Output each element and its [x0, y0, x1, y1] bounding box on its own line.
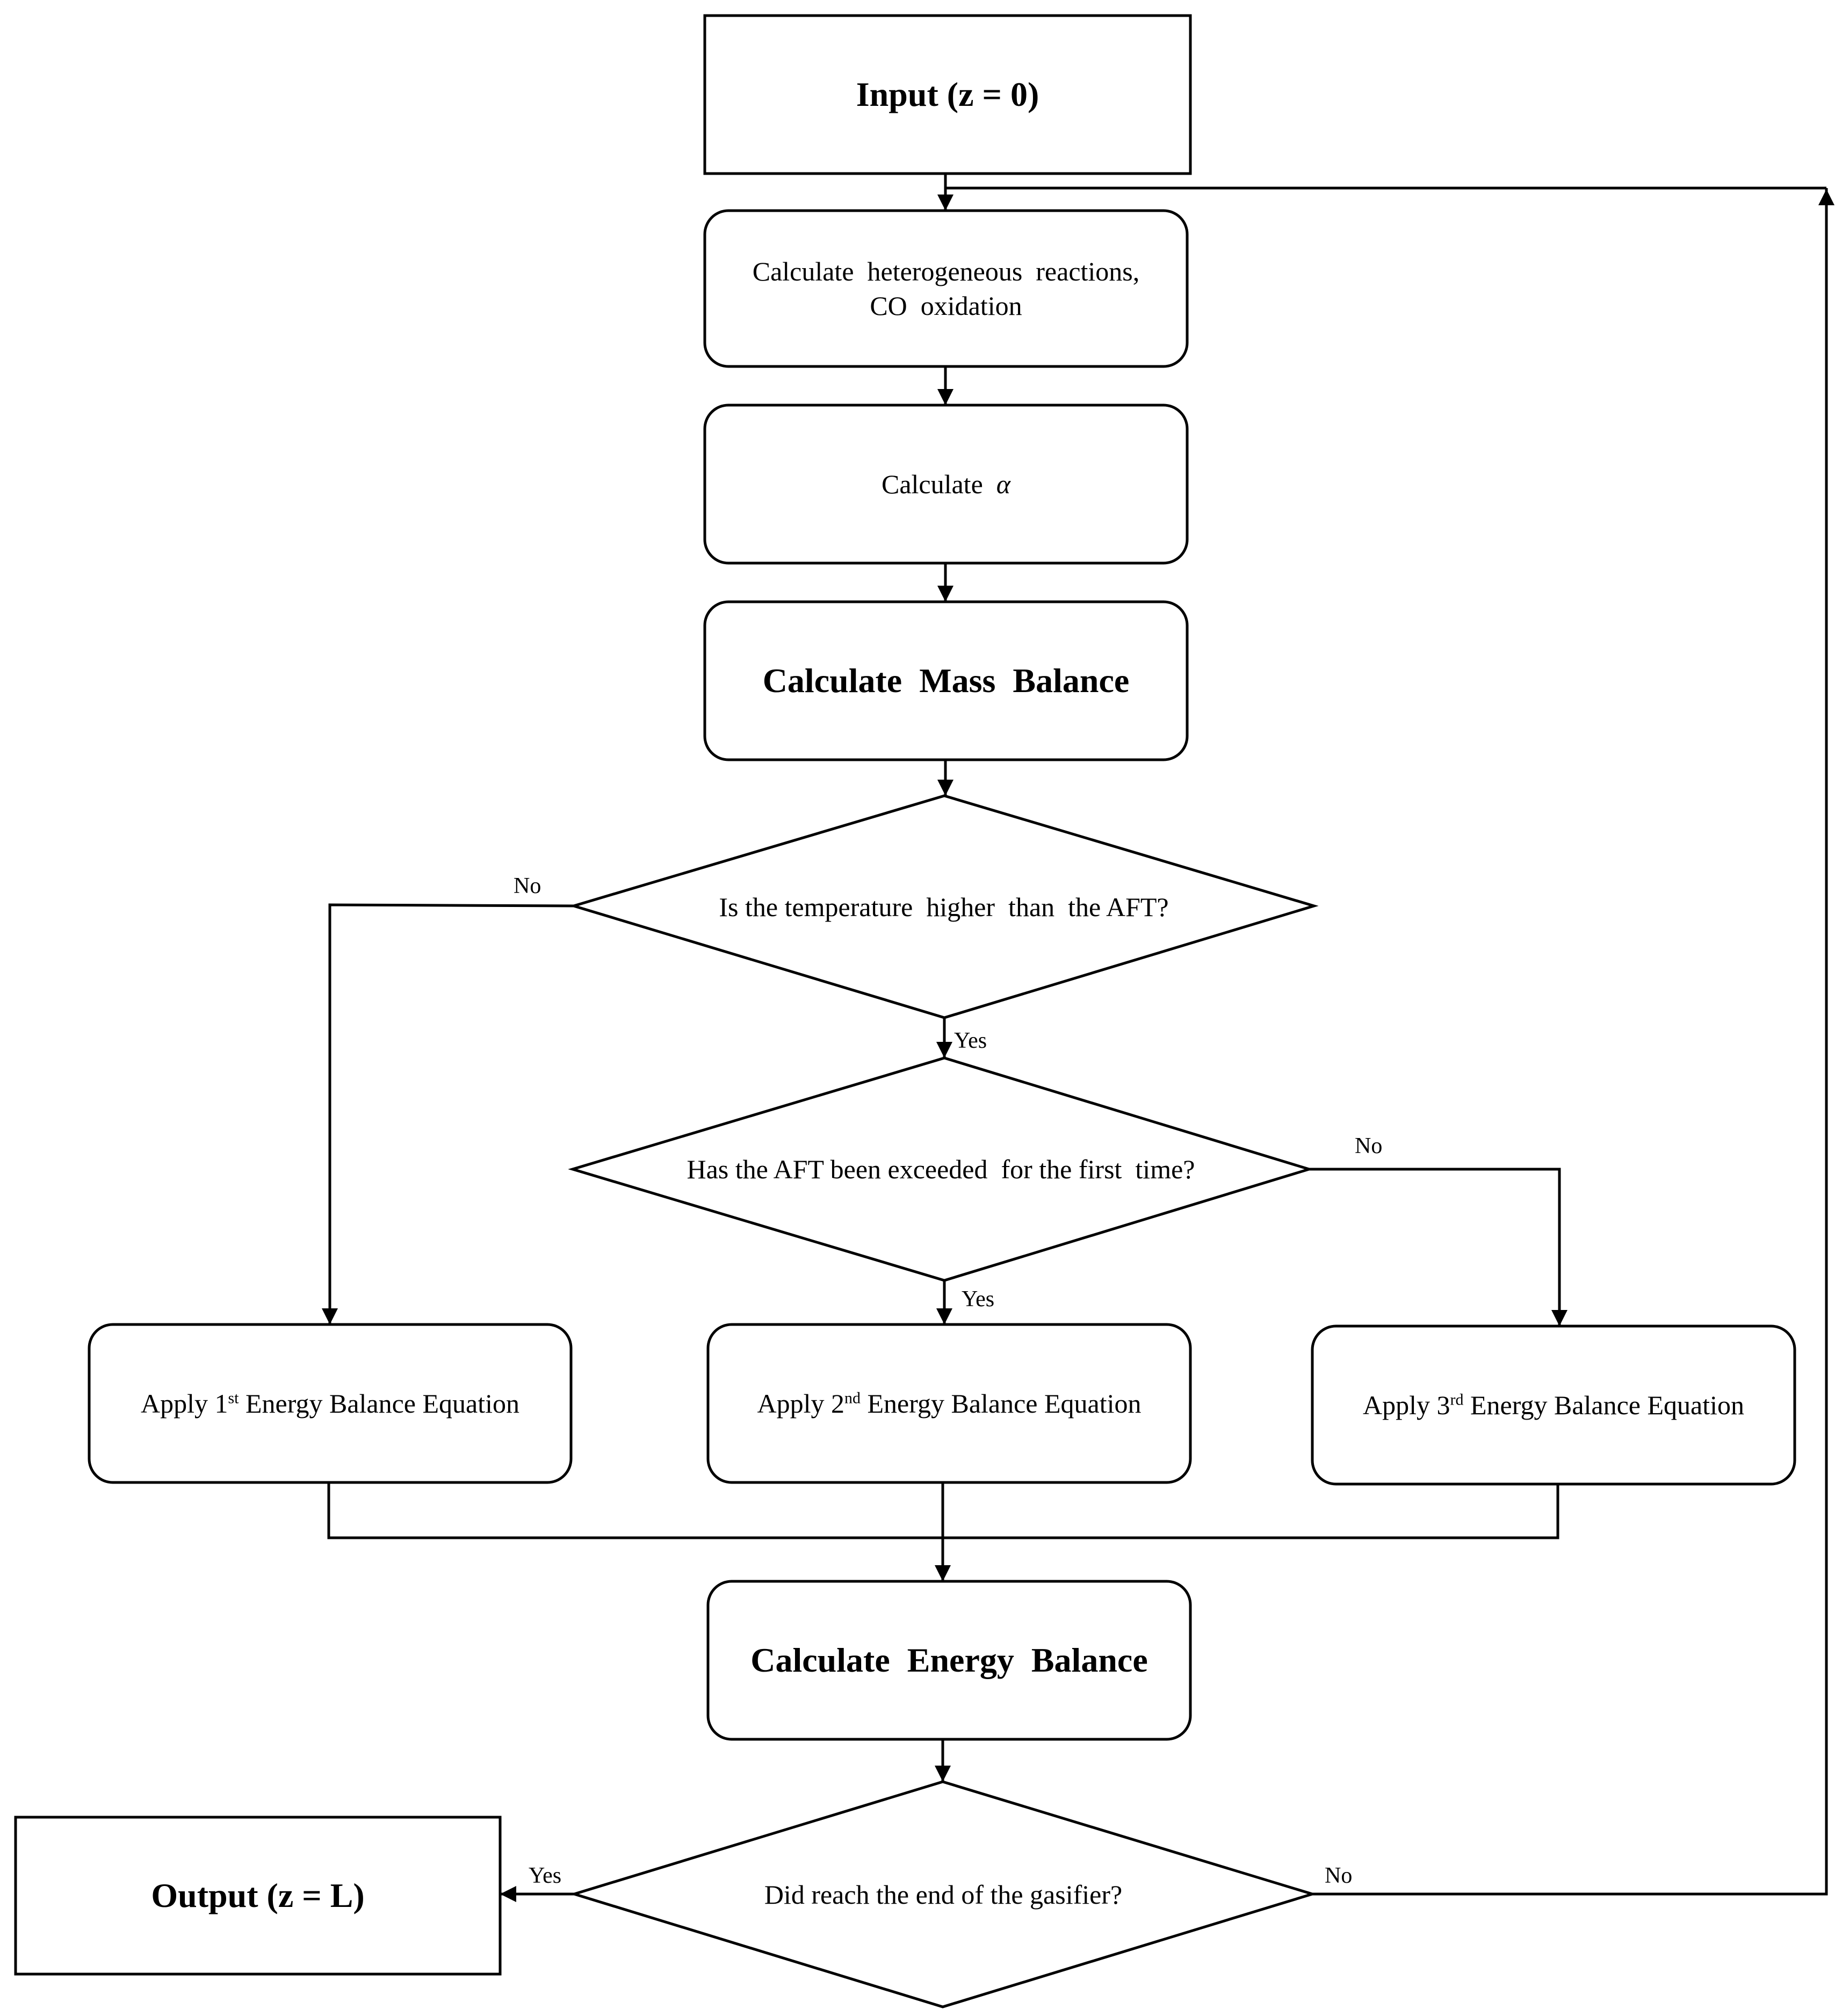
- first-time-decision-node: Has the AFT been exceeded for the first …: [573, 1058, 1309, 1280]
- end-decision-node: Did reach the end of the gasifier?: [574, 1782, 1312, 2007]
- mass-balance-label: Calculate Mass Balance: [762, 661, 1130, 700]
- energy3-suffix: Energy Balance Equation: [1463, 1390, 1744, 1420]
- edge-label-temp-yes: Yes: [954, 1028, 987, 1053]
- heterogeneous-node: Calculate heterogeneous reactions, CO ox…: [705, 211, 1187, 366]
- edge-label-end-yes: Yes: [529, 1863, 562, 1888]
- input-node: Input (z = 0): [705, 16, 1190, 174]
- energy3-box: [1311, 1324, 1796, 1486]
- input-label: Input (z = 0): [856, 75, 1039, 113]
- connector-end-no-loop: [1312, 188, 1828, 1896]
- connector-first-no: [1309, 1168, 1567, 1326]
- heterogeneous-line2: CO oxidation: [870, 291, 1022, 321]
- energy2-node: Apply 2nd Energy Balance Equation: [708, 1324, 1190, 1482]
- alpha-symbol: α: [996, 469, 1011, 499]
- mass-balance-node: Calculate Mass Balance: [705, 602, 1187, 760]
- output-label: Output (z = L): [151, 1876, 365, 1914]
- energy1-prefix: Apply 1: [140, 1388, 228, 1419]
- energy1-node: Apply 1st Energy Balance Equation: [89, 1324, 571, 1482]
- edge-label-first-yes: Yes: [962, 1287, 995, 1312]
- end-decision-label: Did reach the end of the gasifier?: [764, 1879, 1123, 1910]
- energy2-suffix: Energy Balance Equation: [860, 1388, 1142, 1419]
- connector-temp-no: [322, 903, 574, 1324]
- first-time-decision-label: Has the AFT been exceeded for the first …: [687, 1154, 1195, 1184]
- energy-balance-node: Calculate Energy Balance: [708, 1581, 1190, 1739]
- temperature-decision-node: Is the temperature higher than the AFT?: [574, 796, 1314, 1018]
- energy-balance-label: Calculate Energy Balance: [750, 1641, 1148, 1679]
- heterogeneous-line1: Calculate heterogeneous reactions,: [752, 256, 1140, 286]
- energy2-prefix: Apply 2: [757, 1388, 844, 1419]
- output-node: Output (z = L): [16, 1817, 500, 1974]
- end-decision-diamond: [569, 1780, 1317, 2008]
- energy-balance-box: [706, 1580, 1192, 1741]
- alpha-prefix: Calculate: [881, 469, 983, 499]
- temperature-decision-label: Is the temperature higher than the AFT?: [719, 891, 1169, 922]
- energy1-suffix: Energy Balance Equation: [239, 1388, 520, 1419]
- energy2-sup: nd: [844, 1389, 861, 1407]
- edge-label-end-no: No: [1325, 1863, 1353, 1888]
- energy3-sup: rd: [1450, 1391, 1464, 1409]
- energy2-box: [706, 1323, 1192, 1484]
- edge-label-temp-no: No: [514, 874, 541, 898]
- alpha-node: Calculate α: [705, 405, 1187, 563]
- energy3-node: Apply 3rd Energy Balance Equation: [1312, 1326, 1795, 1484]
- edge-label-first-no: No: [1355, 1134, 1383, 1158]
- input-box: [703, 14, 1192, 175]
- energy1-sup: st: [228, 1389, 239, 1407]
- energy3-prefix: Apply 3: [1362, 1390, 1450, 1420]
